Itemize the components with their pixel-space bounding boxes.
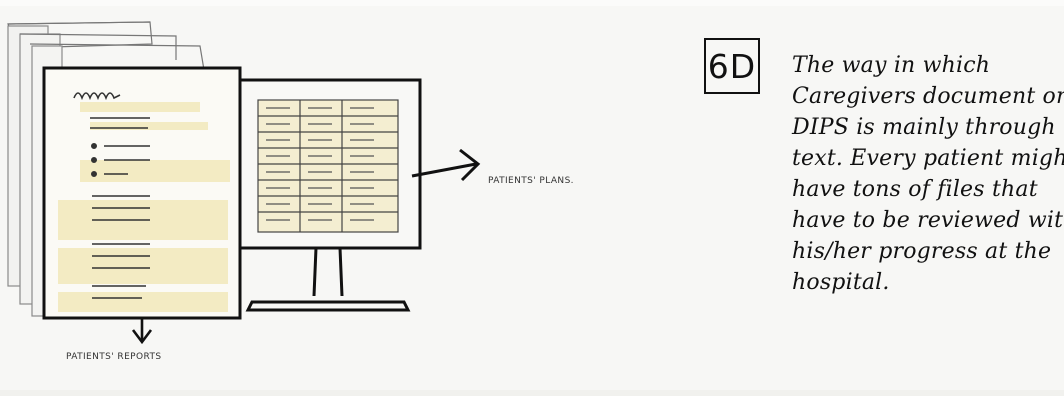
monitor-grid (258, 100, 398, 232)
arrow-to-plans (412, 150, 478, 180)
note-line-4: text. Every patient might (792, 145, 1064, 173)
sketch-tag: 6D (704, 38, 760, 94)
label-patients-plans: PATIENTS' PLANS. (488, 176, 574, 186)
note-line-8: hospital. (792, 269, 890, 297)
label-patients-plans-text: PATIENTS' PLANS. (488, 176, 574, 186)
arrow-to-reports (133, 318, 151, 342)
note-line-1: The way in which (792, 52, 990, 80)
note-line-6: have to be reviewed with (792, 207, 1064, 235)
label-patients-reports-text: PATIENTS' REPORTS (66, 352, 162, 362)
monitor (240, 80, 420, 310)
note-line-5: have tons of files that (792, 176, 1038, 204)
label-patients-reports: PATIENTS' REPORTS (66, 352, 162, 362)
note-line-2: Caregivers document on (792, 83, 1064, 111)
document-page (44, 68, 240, 318)
sketch-tag-text: 6D (708, 47, 756, 86)
note-line-7: his/her progress at the (792, 238, 1051, 266)
note-line-3: DIPS is mainly through (792, 114, 1056, 142)
